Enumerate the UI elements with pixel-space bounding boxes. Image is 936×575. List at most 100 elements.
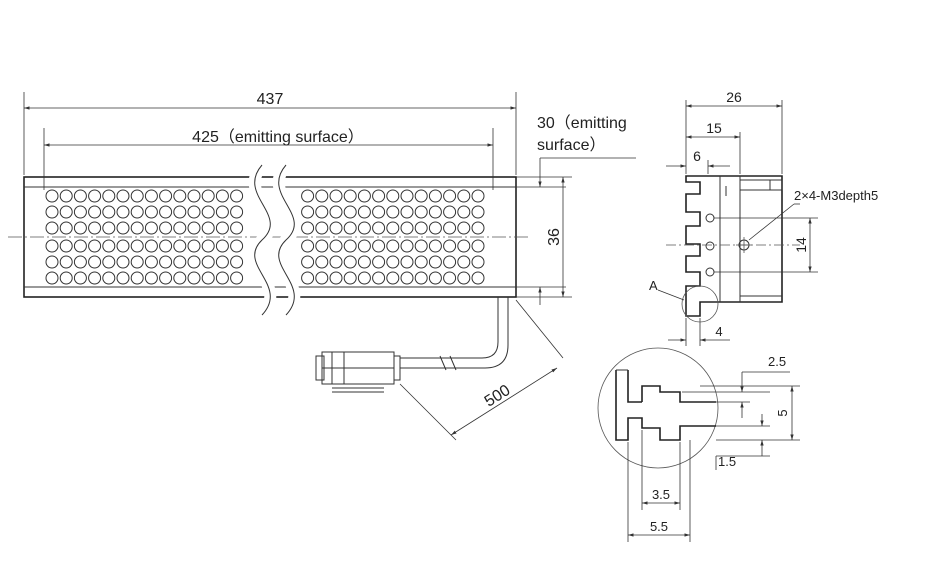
detail-dim-3-5-label: 3.5 — [652, 487, 670, 502]
detail-marker-label: A — [649, 278, 658, 293]
led-circle — [428, 239, 442, 253]
led-circle — [116, 239, 130, 253]
led-circle — [173, 189, 187, 203]
cable-length-label: 500 — [482, 382, 514, 411]
overall-length-label: 437 — [257, 91, 284, 108]
led-circle — [471, 271, 485, 285]
led-circle — [59, 271, 73, 285]
led-circle — [215, 221, 229, 235]
emitting-width-label-1: 30（emitting — [537, 114, 627, 132]
detail-a-profile — [615, 370, 716, 441]
led-circle — [102, 189, 116, 203]
led-circle — [230, 189, 244, 203]
led-circle — [88, 189, 102, 203]
emitting-length-label: 425（emitting surface） — [192, 128, 364, 146]
led-circle — [357, 239, 371, 253]
led-circle — [443, 255, 457, 269]
led-circle — [230, 271, 244, 285]
led-circle — [201, 255, 215, 269]
led-circle — [329, 255, 343, 269]
detail-dim-1-5-label: 1.5 — [718, 454, 736, 469]
led-circle — [73, 189, 87, 203]
led-circle — [443, 205, 457, 219]
led-circle — [45, 271, 59, 285]
led-circle — [73, 255, 87, 269]
detail-dim-5-label: 5 — [775, 409, 790, 416]
led-circle — [159, 271, 173, 285]
detail-circle — [681, 285, 719, 323]
led-circle — [144, 189, 158, 203]
led-circle — [130, 189, 144, 203]
led-circle — [386, 205, 400, 219]
led-circle — [301, 189, 315, 203]
led-circle — [144, 239, 158, 253]
led-circle — [428, 221, 442, 235]
led-circle — [45, 205, 59, 219]
led-circle — [130, 221, 144, 235]
led-circle — [116, 205, 130, 219]
hole-note-label: 2×4-M3depth5 — [794, 188, 878, 203]
led-circle — [400, 189, 414, 203]
led-circle — [59, 221, 73, 235]
led-circle — [372, 205, 386, 219]
led-circle — [457, 189, 471, 203]
led-circle — [73, 205, 87, 219]
led-circle — [215, 271, 229, 285]
led-circle — [471, 189, 485, 203]
led-circle — [414, 271, 428, 285]
led-circle — [187, 255, 201, 269]
led-circle — [372, 271, 386, 285]
led-circle — [457, 271, 471, 285]
led-circle — [173, 205, 187, 219]
led-circle — [301, 205, 315, 219]
led-circle — [201, 271, 215, 285]
led-circle — [343, 271, 357, 285]
led-circle — [414, 255, 428, 269]
led-circle — [230, 205, 244, 219]
bottom-dim-label: 4 — [715, 324, 722, 339]
led-circle — [386, 255, 400, 269]
led-circle — [88, 221, 102, 235]
led-circle — [400, 255, 414, 269]
led-circle — [457, 239, 471, 253]
led-circle — [301, 239, 315, 253]
dim-15-label: 15 — [706, 120, 722, 136]
led-circle — [187, 189, 201, 203]
led-circle — [159, 221, 173, 235]
led-circle — [215, 255, 229, 269]
led-circle — [187, 205, 201, 219]
led-circle — [357, 271, 371, 285]
led-circle — [343, 255, 357, 269]
led-circle — [471, 239, 485, 253]
led-circle — [428, 271, 442, 285]
led-circle — [187, 221, 201, 235]
led-circle — [301, 255, 315, 269]
led-circle — [159, 255, 173, 269]
led-circle — [343, 239, 357, 253]
led-circle — [357, 189, 371, 203]
hole-spacing-label: 14 — [793, 237, 809, 253]
width-label: 26 — [726, 89, 742, 105]
led-circle — [102, 221, 116, 235]
led-circle — [357, 205, 371, 219]
led-circle — [428, 205, 442, 219]
led-circle — [59, 239, 73, 253]
led-circle — [372, 221, 386, 235]
led-circle — [315, 189, 329, 203]
led-circle — [386, 271, 400, 285]
cable — [400, 297, 509, 369]
led-circle — [315, 205, 329, 219]
led-circle — [414, 205, 428, 219]
led-circle — [386, 189, 400, 203]
led-circle — [315, 221, 329, 235]
detail-a-circle — [597, 347, 719, 469]
led-circle — [372, 189, 386, 203]
led-circle — [130, 239, 144, 253]
led-circle — [116, 189, 130, 203]
led-circle — [201, 221, 215, 235]
led-circle — [102, 239, 116, 253]
led-circle — [457, 221, 471, 235]
led-circle — [187, 271, 201, 285]
led-circle — [215, 189, 229, 203]
